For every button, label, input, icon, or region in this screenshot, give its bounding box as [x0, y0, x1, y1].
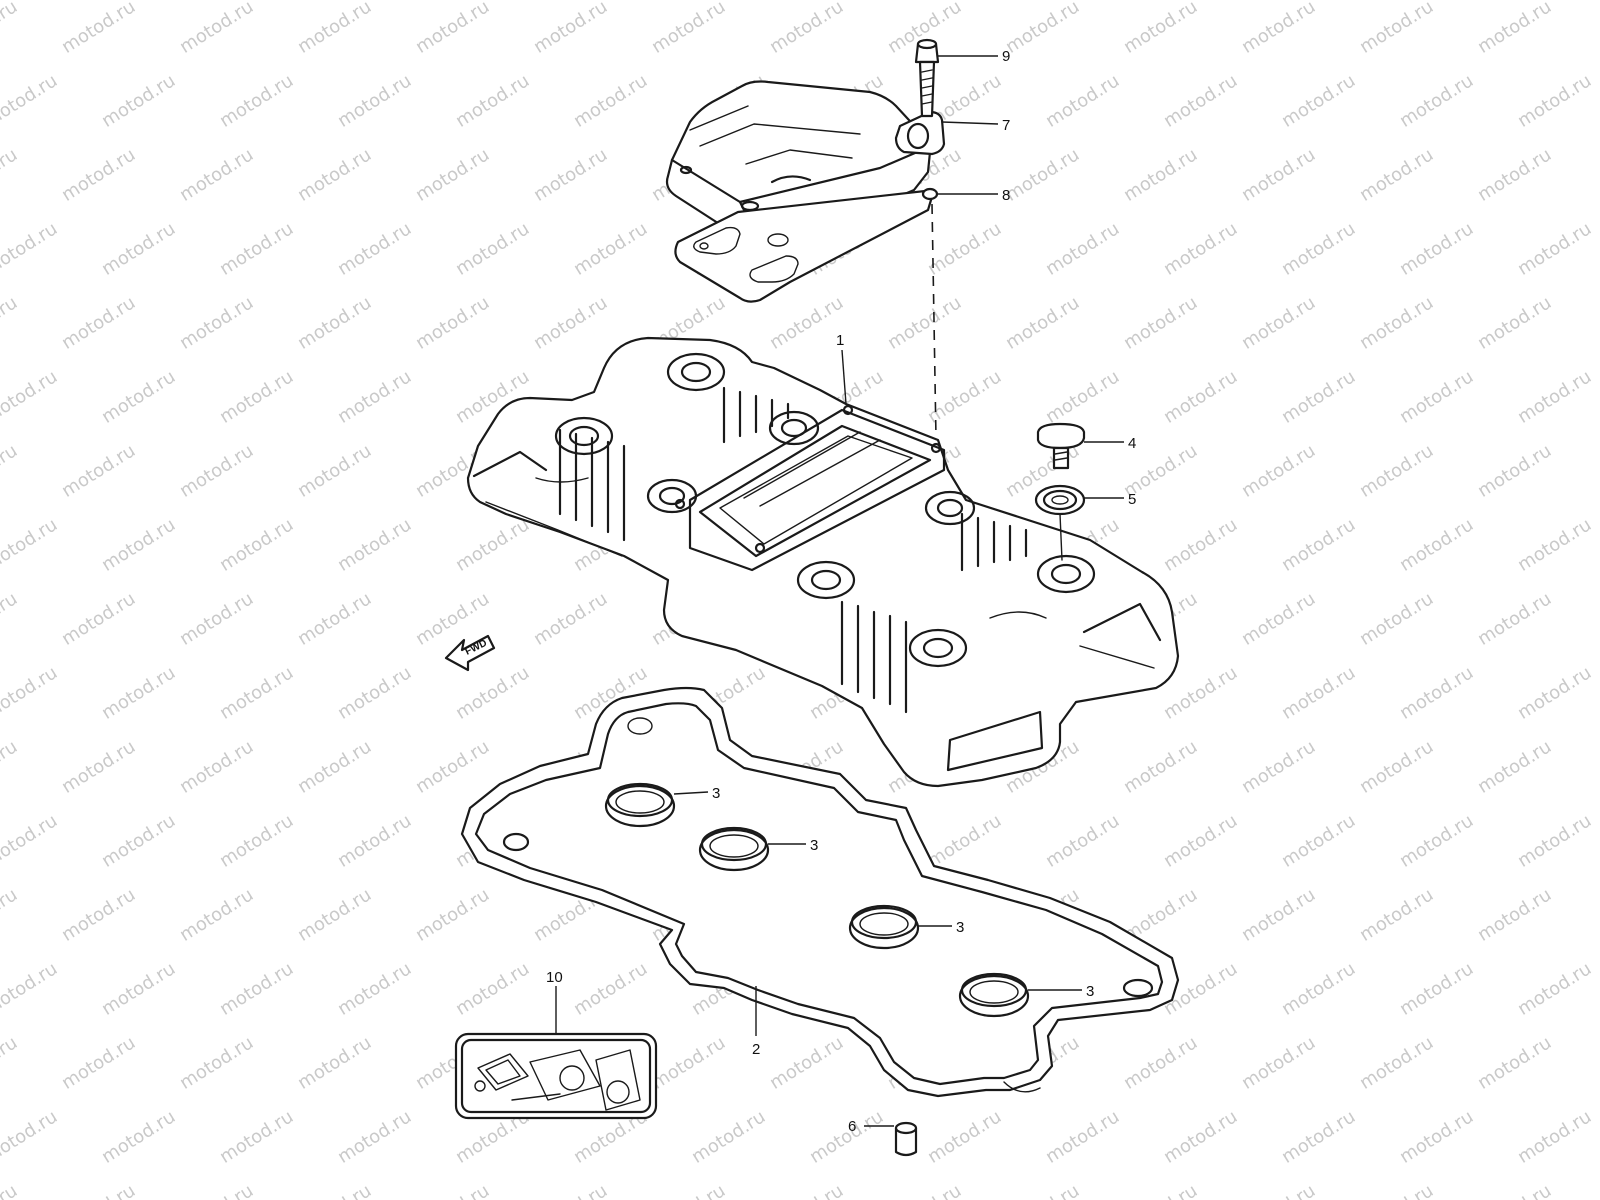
callout-10: 10	[546, 969, 563, 986]
callout-8: 8	[1002, 187, 1010, 204]
leader-lines	[555, 55, 1124, 1127]
callout-1: 1	[836, 332, 844, 349]
assembly-line-grommet	[1059, 513, 1063, 561]
callout-7: 7	[1002, 117, 1010, 134]
cap-nut-4	[1036, 422, 1086, 470]
bolt-9	[914, 38, 940, 118]
dowel-pin-6	[894, 1121, 918, 1157]
callout-3-b: 3	[810, 837, 818, 854]
assembly-line-breather	[931, 203, 937, 439]
callout-labels: 9 7 8 1 4 5 3 3 3 3 10 2 6	[546, 48, 1136, 1135]
callout-3-d: 3	[1086, 983, 1094, 1000]
callout-9: 9	[1002, 48, 1010, 65]
cylinder-head-cover	[466, 336, 1180, 788]
plug-hole-seal-2	[698, 826, 770, 872]
fwd-direction-arrow: FWD	[444, 634, 496, 672]
callout-4: 4	[1128, 435, 1136, 452]
plug-hole-seal-4	[958, 972, 1030, 1018]
callout-2: 2	[752, 1041, 760, 1058]
plug-hole-seal-1	[604, 782, 676, 828]
callout-5: 5	[1128, 491, 1136, 508]
callout-3-a: 3	[712, 785, 720, 802]
washer-8	[921, 187, 939, 201]
grommet-5	[1034, 484, 1086, 516]
callout-6: 6	[848, 1118, 856, 1135]
plug-hole-seal-3	[848, 904, 920, 950]
callout-3-c: 3	[956, 919, 964, 936]
gasket-set-10	[454, 1032, 658, 1120]
